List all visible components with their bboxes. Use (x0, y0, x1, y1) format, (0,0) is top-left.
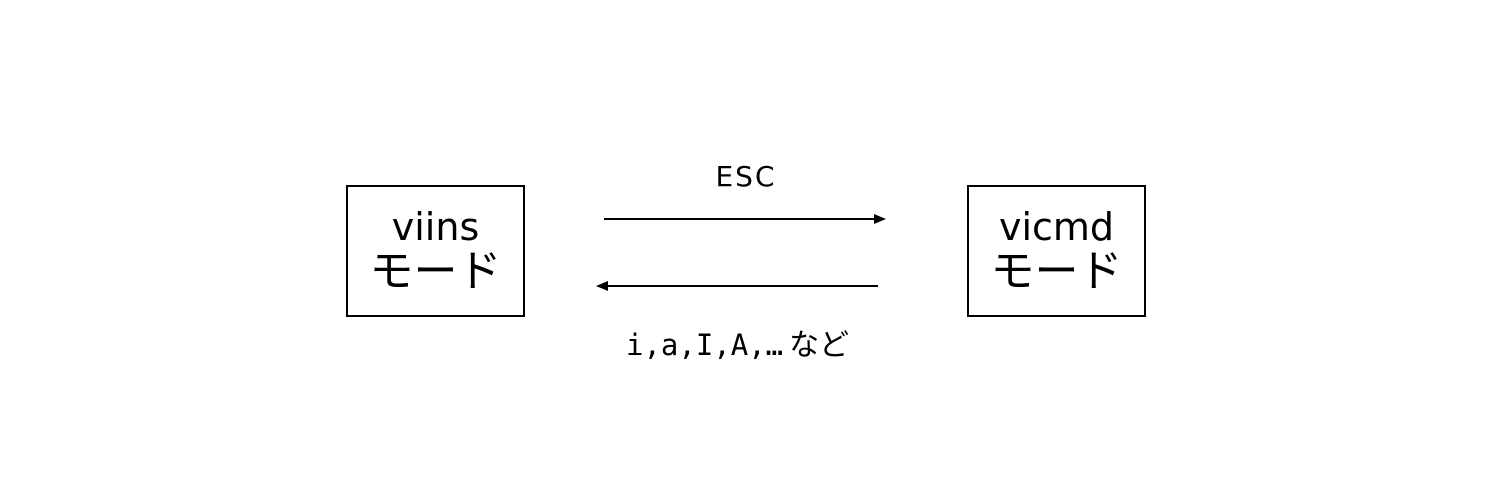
insert-keys-label: i,a,I,A,… (626, 328, 784, 362)
viins-mode-suffix: モード (369, 246, 502, 297)
arrow-vicmd-to-viins (596, 281, 878, 291)
viins-mode-name: viins (391, 205, 480, 249)
vicmd-mode-node: vicmd モード (967, 185, 1146, 317)
arrow-left-head (596, 281, 608, 291)
vicmd-mode-name: vicmd (998, 205, 1115, 249)
insert-keys-suffix: など (789, 328, 850, 363)
viins-mode-node: viins モード (346, 185, 525, 317)
insert-transition-label: i,a,I,A,…など (626, 320, 849, 364)
arrow-right-head (874, 214, 886, 224)
vicmd-mode-suffix: モード (990, 246, 1123, 297)
esc-transition-label: ESC (715, 160, 777, 193)
arrow-viins-to-vicmd (604, 214, 886, 224)
